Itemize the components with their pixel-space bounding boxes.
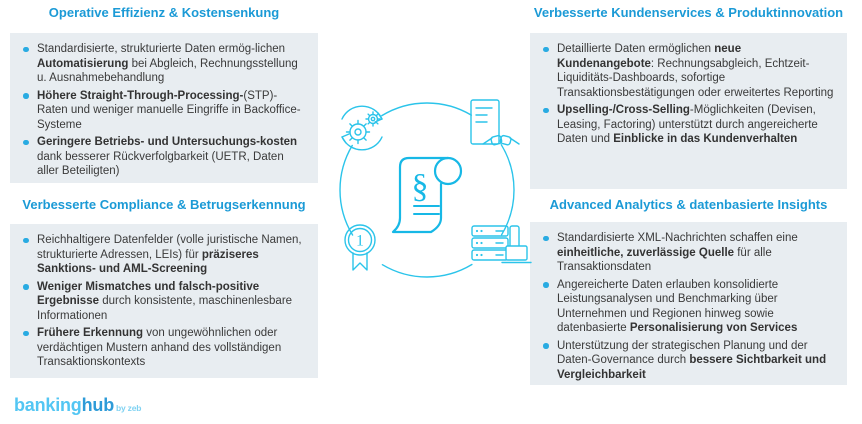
medal-first-place-icon: 1 (344, 224, 376, 271)
bullet-item: Upselling-/Cross-Selling-Möglichkeiten (… (540, 103, 835, 147)
bullet-item: Geringere Betriebs- und Untersuchungs-ko… (20, 135, 306, 179)
scroll-paragraph-icon: § (391, 156, 463, 234)
document-handshake-icon (470, 99, 520, 146)
bullet-list-kundenservices: Detaillierte Daten ermöglichen neue Kund… (540, 42, 835, 147)
section-title-operative-effizienz: Operative Effizienz & Kostensenkung (48, 5, 280, 20)
bullet-list-operative: Standardisierte, strukturierte Daten erm… (20, 42, 306, 179)
bullet-item: Frühere Erkennung von ungewöhnlichen ode… (20, 326, 306, 370)
bullet-item: Höhere Straight-Through-Processing-(STP)… (20, 89, 306, 133)
info-box-operative-effizienz: Standardisierte, strukturierte Daten erm… (10, 33, 318, 183)
section-title-kundenservices: Verbesserte Kundenservices & Produktinno… (533, 5, 844, 20)
bullet-item: Standardisierte XML-Nachrichten schaffen… (540, 231, 835, 275)
paragraph-symbol: § (412, 168, 429, 205)
logo-text-banking: banking (14, 395, 82, 415)
server-laptop-icon (471, 225, 532, 264)
center-illustration: § 1 (339, 99, 532, 278)
section-title-compliance: Verbesserte Compliance & Betrugserkennun… (22, 197, 306, 212)
medal-number: 1 (356, 233, 364, 250)
logo-byline: by zeb (116, 403, 142, 413)
bullet-item: Unterstützung der strategischen Planung … (540, 339, 835, 383)
bullet-item: Reichhaltigere Datenfelder (volle jurist… (20, 233, 306, 277)
bullet-list-analytics: Standardisierte XML-Nachrichten schaffen… (540, 231, 835, 382)
bullet-item: Weniger Mismatches und falsch-positive E… (20, 280, 306, 324)
info-box-compliance: Reichhaltigere Datenfelder (volle jurist… (10, 224, 318, 378)
logo-text-hub: hub (81, 395, 115, 415)
process-cycle-gears-icon (341, 105, 383, 151)
bullet-item: Detaillierte Daten ermöglichen neue Kund… (540, 42, 835, 100)
info-box-analytics: Standardisierte XML-Nachrichten schaffen… (530, 222, 847, 385)
info-box-kundenservices: Detaillierte Daten ermöglichen neue Kund… (530, 33, 847, 189)
connector-ring (339, 102, 515, 278)
bullet-list-compliance: Reichhaltigere Datenfelder (volle jurist… (20, 233, 306, 370)
bullet-item: Standardisierte, strukturierte Daten erm… (20, 42, 306, 86)
section-title-analytics: Advanced Analytics & datenbasierte Insig… (549, 197, 828, 212)
bullet-item: Angereicherte Daten erlauben konsolidier… (540, 278, 835, 336)
